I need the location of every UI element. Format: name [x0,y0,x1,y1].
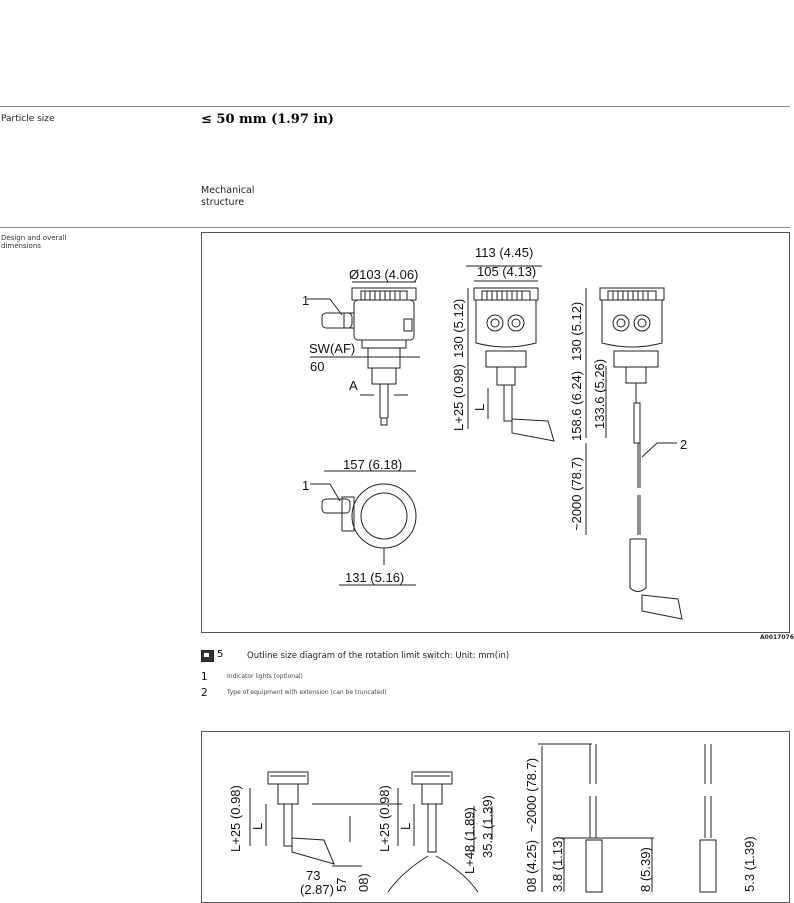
dim-73: 73 [306,868,320,883]
dim-l25-a: L+25 (0.98) [228,785,243,852]
dim-2000: ~2000 (78.7) [524,758,539,832]
particle-size-label: Particle size [1,114,55,124]
callout-1-bottom: 1 [302,478,309,493]
dim-diameter: Ø103 (4.06) [349,267,418,282]
dim-l25-b: L+25 (0.98) [377,785,392,852]
dim-158: 158.6 (6.24) [569,371,584,441]
legend-text: Type of equipment with extension (can be… [227,689,387,696]
dim-width-157: 157 (6.18) [343,457,402,472]
dim-108: 08 (4.25) [524,840,539,892]
paddle-variant-b [312,771,493,893]
switch-top-view [321,483,417,565]
dim-35: 35.3 (1.39) [480,795,495,858]
figure-5-frame: Ø103 (4.06) 113 (4.45) 105 (4.13) SW(AF)… [201,232,790,633]
dim-l25: L+25 (0.98) [451,364,466,431]
outline-diagram: Ø103 (4.06) 113 (4.45) 105 (4.13) SW(AF)… [302,245,687,620]
dim-l-b: L [398,823,413,830]
legend-number: 1 [201,671,208,683]
dim-width-105: 105 (4.13) [477,264,536,279]
dim-57: 57 [334,878,349,892]
dim-sw-af: SW(AF) [309,341,355,356]
switch-side-view [473,287,555,442]
dim-width-131: 131 (5.16) [345,570,404,585]
dim-a: A [349,378,358,393]
dim-l-a: L [250,823,265,830]
figure-caption: Outline size diagram of the rotation lim… [247,651,510,661]
dim-width-113: 113 (4.45) [475,245,533,260]
callout-2: 2 [680,437,687,452]
figure-number: 5 [217,649,224,660]
rope-variant-a [538,743,654,893]
dim-137: 8 (5.39) [638,847,653,892]
figure-icon [201,650,214,662]
dim-38: 3.8 (1.13) [550,836,565,892]
legend-number: 2 [201,687,208,699]
dim-35b: 5.3 (1.39) [742,836,757,892]
dim-height-130-right: 130 (5.12) [569,302,584,361]
dim-133: 133.6 (5.26) [592,359,607,429]
dim-sw-60: 60 [310,359,324,374]
section-divider [0,227,790,228]
dim-08: 08) [356,873,371,892]
switch-extended-view [599,287,683,620]
design-dimensions-label: Design and overall dimensions [1,234,67,250]
switch-front-view [321,287,417,426]
dim-height-130-mid: 130 (5.12) [451,299,466,358]
legend-text: Indicator lights (optional) [227,673,303,680]
dim-287: (2.87) [300,882,334,897]
dim-2000: ~2000 (78.7) [569,457,584,531]
mechanical-structure-heading: Mechanical structure [201,185,255,208]
dim-l: L [472,404,487,411]
figure-id: A0017076 [760,634,794,641]
rope-variant-b [699,744,717,893]
particle-size-value: ≤ 50 mm (1.97 in) [201,112,334,127]
section-divider [0,106,790,107]
paddle-variant-a [249,771,362,867]
callout-1-top: 1 [302,293,309,308]
figure-6-frame: L+25 (0.98) L L+25 (0.98) L L+48 (1.89) … [201,731,790,903]
dim-l48: L+48 (1.89) [462,807,477,874]
extension-diagram: L+25 (0.98) L L+25 (0.98) L L+48 (1.89) … [228,743,757,897]
